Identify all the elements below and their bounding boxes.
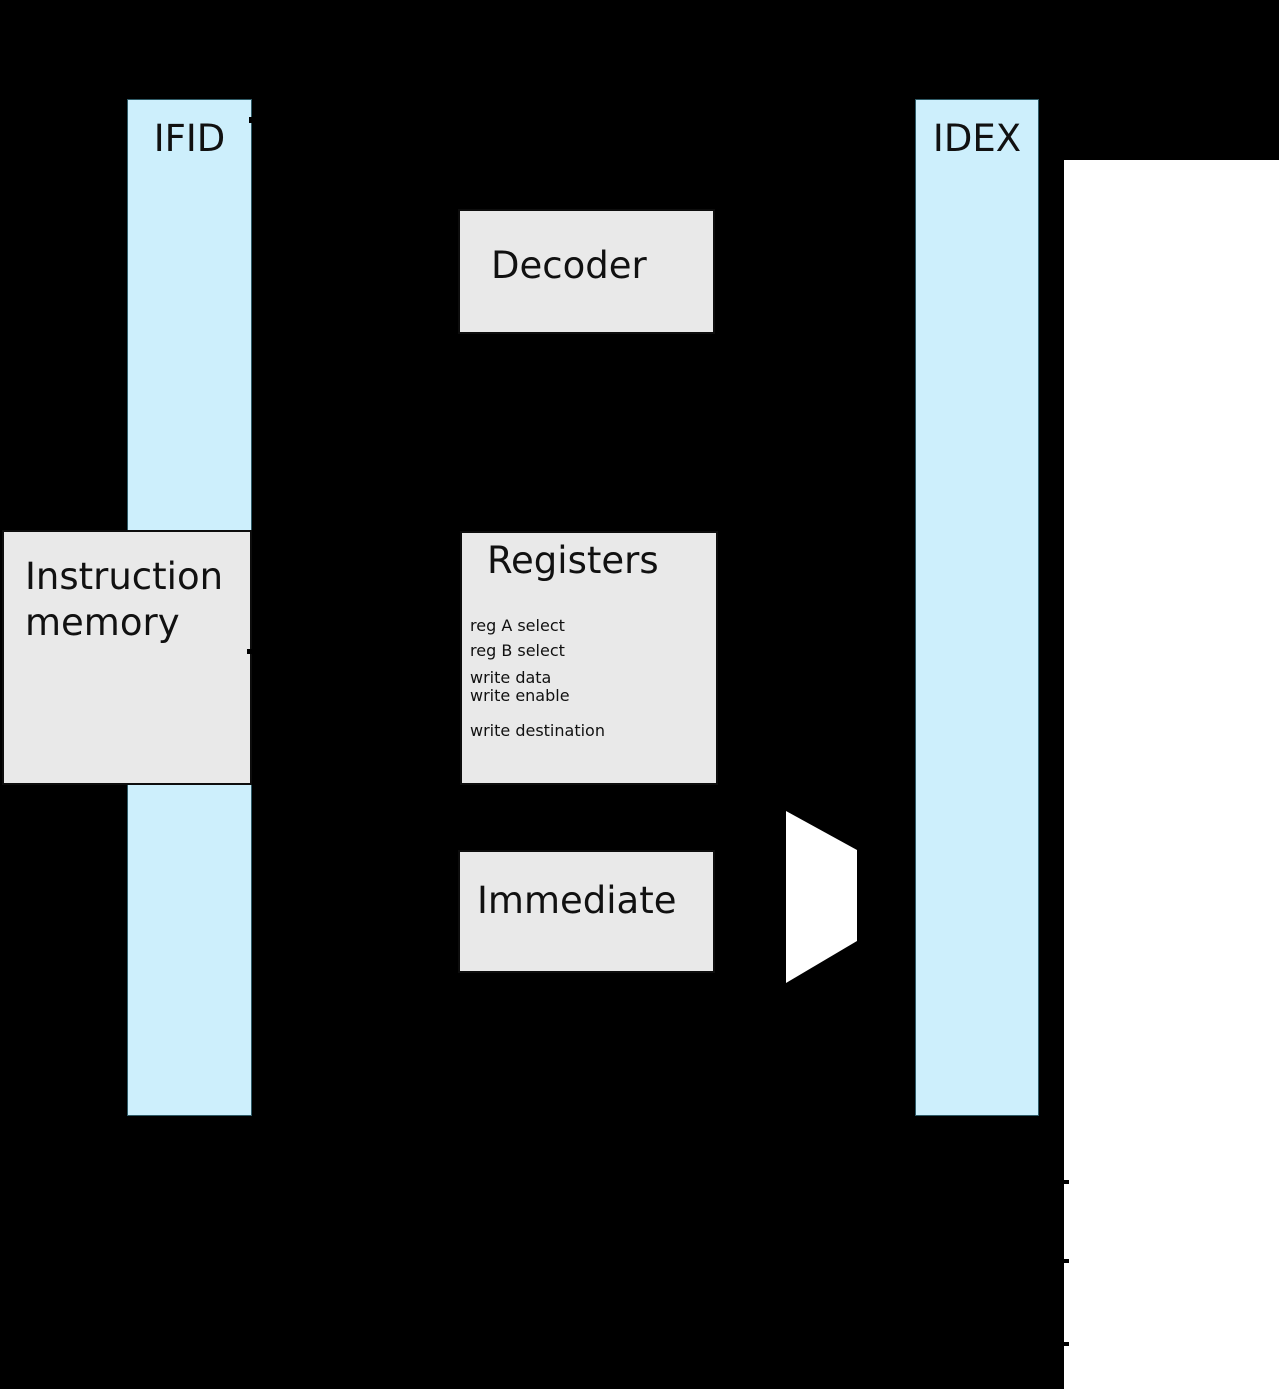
registers-block: Registers reg A select reg B select writ… — [460, 531, 718, 785]
mux-shape — [786, 811, 857, 983]
port-label-reg-b-select: reg B select — [470, 641, 565, 660]
wire-stub — [249, 117, 253, 123]
wire-stub — [247, 649, 254, 654]
port-label-write-destination: write destination — [470, 721, 605, 740]
registers-title: Registers — [487, 539, 659, 582]
immediate-label: Immediate — [477, 879, 677, 922]
wire-stub — [1063, 1342, 1069, 1346]
port-label-reg-a-select: reg A select — [470, 616, 565, 635]
diagram-canvas-background — [1064, 160, 1279, 1389]
wire-stub — [1063, 1180, 1069, 1184]
instruction-memory-label: Instruction memory — [25, 555, 224, 644]
instruction-memory-block: Instruction memory — [2, 530, 252, 785]
idex-label: IDEX — [932, 117, 1022, 160]
port-label-write-data: write data — [470, 668, 552, 687]
decoder-label: Decoder — [491, 244, 647, 287]
decoder-block: Decoder — [458, 209, 715, 334]
immediate-block: Immediate — [458, 850, 715, 973]
idex-pipeline-register: IDEX — [915, 99, 1039, 1116]
port-label-write-enable: write enable — [470, 686, 570, 705]
wire-stub — [1063, 1259, 1069, 1263]
ifid-label: IFID — [153, 117, 226, 160]
